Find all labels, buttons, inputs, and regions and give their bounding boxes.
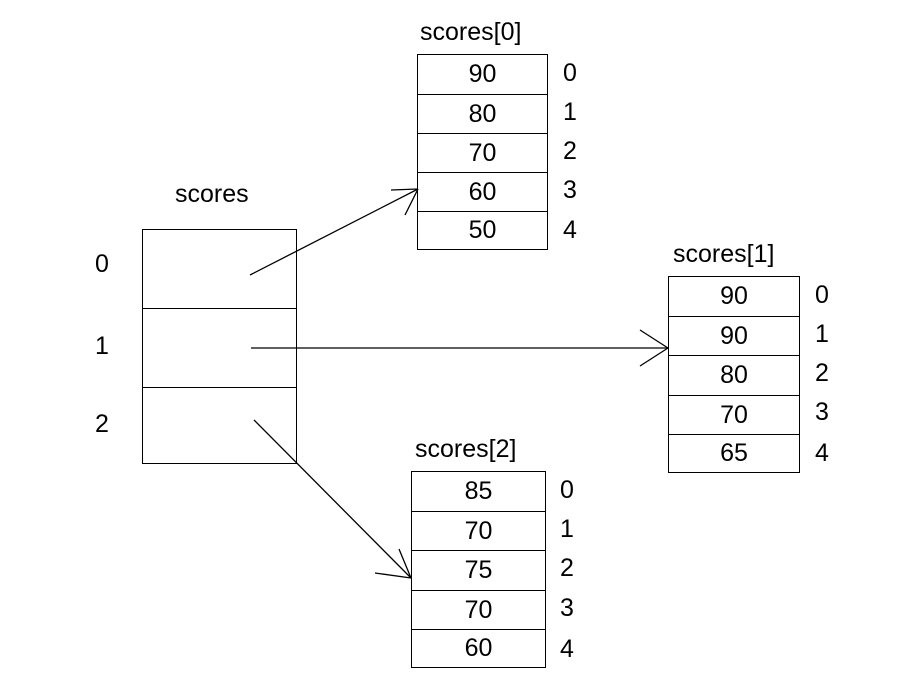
array-0-cell-1[interactable]: 80	[418, 94, 547, 133]
array-0-cell-0[interactable]: 90	[468, 60, 497, 88]
array-0-cell-3[interactable]: 60	[418, 172, 547, 211]
array-2-cell-4[interactable]: 60	[412, 629, 545, 667]
pointer-index-1: 1	[95, 332, 109, 360]
array-0-title: scores[0]	[420, 18, 522, 46]
array-1-cell-0[interactable]: 90	[720, 282, 748, 310]
array-2-cell-3[interactable]: 70	[412, 590, 545, 629]
array-2-box: 85 70 75 70 60	[411, 471, 546, 668]
array-0-cell-4[interactable]: 50	[418, 211, 547, 249]
pointer-array-box	[142, 229, 297, 464]
array-2-cell-2[interactable]: 75	[412, 550, 545, 590]
array-0-cell-2[interactable]: 70	[418, 133, 547, 172]
array-0-index-2: 2	[563, 137, 577, 165]
pointer-index-2: 2	[95, 410, 109, 438]
array-0-index-0: 0	[563, 59, 577, 87]
array-1-cell-4[interactable]: 65	[669, 434, 799, 472]
array-1-index-1: 1	[815, 320, 829, 348]
pointer-cell-2[interactable]	[143, 387, 296, 463]
pointer-cell-0[interactable]	[143, 230, 296, 308]
pointer-array-title: scores	[175, 180, 249, 208]
array-1-cell-1[interactable]: 90	[669, 316, 799, 355]
array-1-cell-2[interactable]: 80	[669, 355, 799, 395]
pointer-cell-1[interactable]	[143, 308, 296, 387]
arrow-pointer-1-to-array-1	[251, 329, 669, 367]
array-2-index-4: 4	[560, 635, 574, 663]
array-0-index-3: 3	[563, 176, 577, 204]
array-1-index-0: 0	[815, 281, 829, 309]
array-1-box: 90 90 80 70 65	[668, 276, 800, 473]
array-0-box: 90 80 70 60 50	[417, 54, 548, 250]
array-1-cell-3[interactable]: 70	[669, 395, 799, 434]
array-1-index-4: 4	[815, 439, 829, 467]
array-2-index-2: 2	[560, 554, 574, 582]
array-0-index-1: 1	[563, 98, 577, 126]
array-0-index-4: 4	[563, 216, 577, 244]
array-2-index-0: 0	[560, 476, 574, 504]
array-2-title: scores[2]	[415, 435, 517, 463]
pointer-index-0: 0	[95, 250, 109, 278]
array-1-title: scores[1]	[673, 240, 775, 268]
array-2-cell-0[interactable]: 85	[464, 477, 493, 505]
array-2-cell-1[interactable]: 70	[412, 511, 545, 550]
array-2-index-1: 1	[560, 515, 574, 543]
array-1-index-3: 3	[815, 398, 829, 426]
array-2-index-3: 3	[560, 594, 574, 622]
array-1-index-2: 2	[815, 359, 829, 387]
